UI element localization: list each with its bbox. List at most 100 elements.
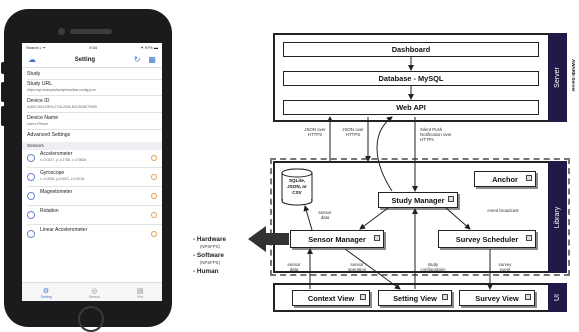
tab-plot[interactable]: ▤ Plot [137,287,144,299]
divider [27,129,162,130]
chart-icon: ▤ [136,287,144,295]
anchor-label: Anchor [492,174,518,184]
cloud-icon[interactable]: ☁ [28,55,36,64]
hardware-sublabel: (NPSFPS) [200,244,221,249]
sensor-row-rotation[interactable]: Rotation [22,208,162,222]
sensor-label: Linear Accelerometer [40,227,88,233]
document-icon [526,235,532,241]
setting-row-device-name[interactable]: Device Name User's iPhone [22,115,162,126]
study-manager-label: Study Manager [391,195,445,205]
sensor-toggle-icon[interactable] [151,174,157,180]
phone-volume-down [1,106,5,126]
server-layer-label: Server [548,33,567,122]
survey-scheduler-label: Survey Scheduler [455,234,519,244]
anchor-box: Anchor [474,171,536,187]
context-view-box: Context View [292,290,370,306]
survey-view-label: Survey View [475,293,519,303]
sensors-section-header: Sensors [22,142,162,150]
document-icon [525,294,531,300]
sensor-value: x:-0.0217, y:-0.1758, z:-0.9826 [40,158,87,162]
setting-row-value: A1B2C3D4-E5F6-0718-293A-B4C5D6E7F809 [27,105,97,109]
setting-row-value: https://api.example/study/manifest-confi… [27,88,96,92]
arrow-sensor-manager-storage [303,205,313,231]
setting-row-study-url[interactable]: Study URL https://api.example/study/mani… [22,81,162,92]
setting-view-box: Setting View [378,290,452,306]
context-view-label: Context View [307,293,355,303]
survey-scheduler-box: Survey Scheduler [438,230,536,248]
sensor-toggle-icon[interactable] [151,231,157,237]
sensor-row-gyroscope[interactable]: Gyroscope x:-0.0033, y:0.0021, z:0.0018 [22,170,162,184]
arrow-study-survey [445,207,471,230]
setting-row-label: Study URL [27,81,53,87]
setting-row-device-id[interactable]: Device ID A1B2C3D4-E5F6-0718-293A-B4C5D6… [22,98,162,109]
divider [27,112,162,113]
human-label: - Human [193,268,219,275]
hardware-label: - Hardware [193,236,227,243]
nav-bar: ☁ Setting ↻ ▦ [22,52,162,68]
front-camera-icon [58,28,65,35]
phone-volume-up [1,82,5,102]
divider [27,79,162,80]
tab-label: Sensor [88,294,100,299]
tab-setting[interactable]: ⚙ Setting [40,287,51,299]
refresh-icon[interactable]: ↻ [133,55,141,64]
storage-label: SQLite, JSON, or CSV [287,178,307,195]
sensor-row-magnetometer[interactable]: Magnetometer [22,189,162,203]
edge-label-sensor-data-lib: sensor data [318,210,332,220]
big-left-arrow [248,226,289,252]
rotation-icon [27,211,35,219]
webapi-box: Web API [283,100,539,115]
tab-sensor[interactable]: ◎ Sensor [89,287,100,299]
setting-row-label: Device Name [27,115,59,121]
edge-label-survey-event: survey event [498,262,512,272]
storage-cylinder [281,168,313,206]
sensor-toggle-icon[interactable] [151,155,157,161]
edge-label-silent-push: Silent Push Notification over HTTPs [420,127,452,142]
gyroscope-icon [27,173,35,181]
gear-icon: ⚙ [42,287,50,295]
setting-row-study[interactable]: Study [22,71,162,77]
sensor-label: Rotation [40,208,59,214]
document-icon [374,235,380,241]
sensor-toggle-icon[interactable] [151,212,157,218]
sensor-row-accelerometer[interactable]: Accelerometer x:-0.0217, y:-0.1758, z:-0… [22,151,162,165]
tab-label: Setting [40,294,52,299]
divider [27,205,162,206]
divider [27,224,162,225]
speaker-grille [70,29,112,34]
arrow-sensor-setting [344,248,401,290]
home-button[interactable] [78,306,104,332]
document-icon [360,294,366,300]
sensor-manager-box: Sensor Manager [290,230,384,248]
edge-label-json-https-2: JSON over HTTPS [342,127,364,137]
phone-screen: Search ᵢₗ ᯤ 9:34 ✦ 97% ▬ ☁ Setting ↻ ▦ S… [22,43,162,301]
ui-layer-label: UI [548,283,567,312]
status-time: 9:34 [89,45,98,50]
document-icon [448,196,454,202]
qr-code-icon[interactable]: ▦ [148,55,156,64]
edge-label-event-broadcast: event broadcast [487,208,519,213]
status-left: Search ᵢₗ ᯤ [26,44,46,50]
survey-view-box: Survey View [459,290,535,306]
software-sublabel: (NPSFPS) [200,260,221,265]
sensor-toggle-icon[interactable] [151,193,157,199]
setting-row-value: User's iPhone [27,122,49,126]
library-layer-label: Library [548,161,567,273]
setting-row-label: Device ID [27,98,50,104]
divider [27,167,162,168]
accelerometer-icon [27,154,35,162]
sensor-row-linear-accelerometer[interactable]: Linear Accelerometer [22,227,162,241]
nav-title: Setting [74,56,96,63]
linear-accelerometer-icon [27,230,35,238]
edge-label-sensor-data-ui: sensor data [287,262,301,272]
setting-row-advanced[interactable]: Advanced Settings [22,132,162,138]
database-box: Database - MySQL [283,71,539,86]
phone-mute-switch [1,62,5,74]
library-outer-frame [270,158,570,276]
study-manager-box: Study Manager [378,192,458,208]
status-right: ✦ 97% ▬ [140,45,158,50]
sensor-label: Accelerometer [40,151,73,157]
status-bar: Search ᵢₗ ᯤ 9:34 ✦ 97% ▬ [22,43,162,52]
sensor-icon: ◎ [91,287,98,295]
